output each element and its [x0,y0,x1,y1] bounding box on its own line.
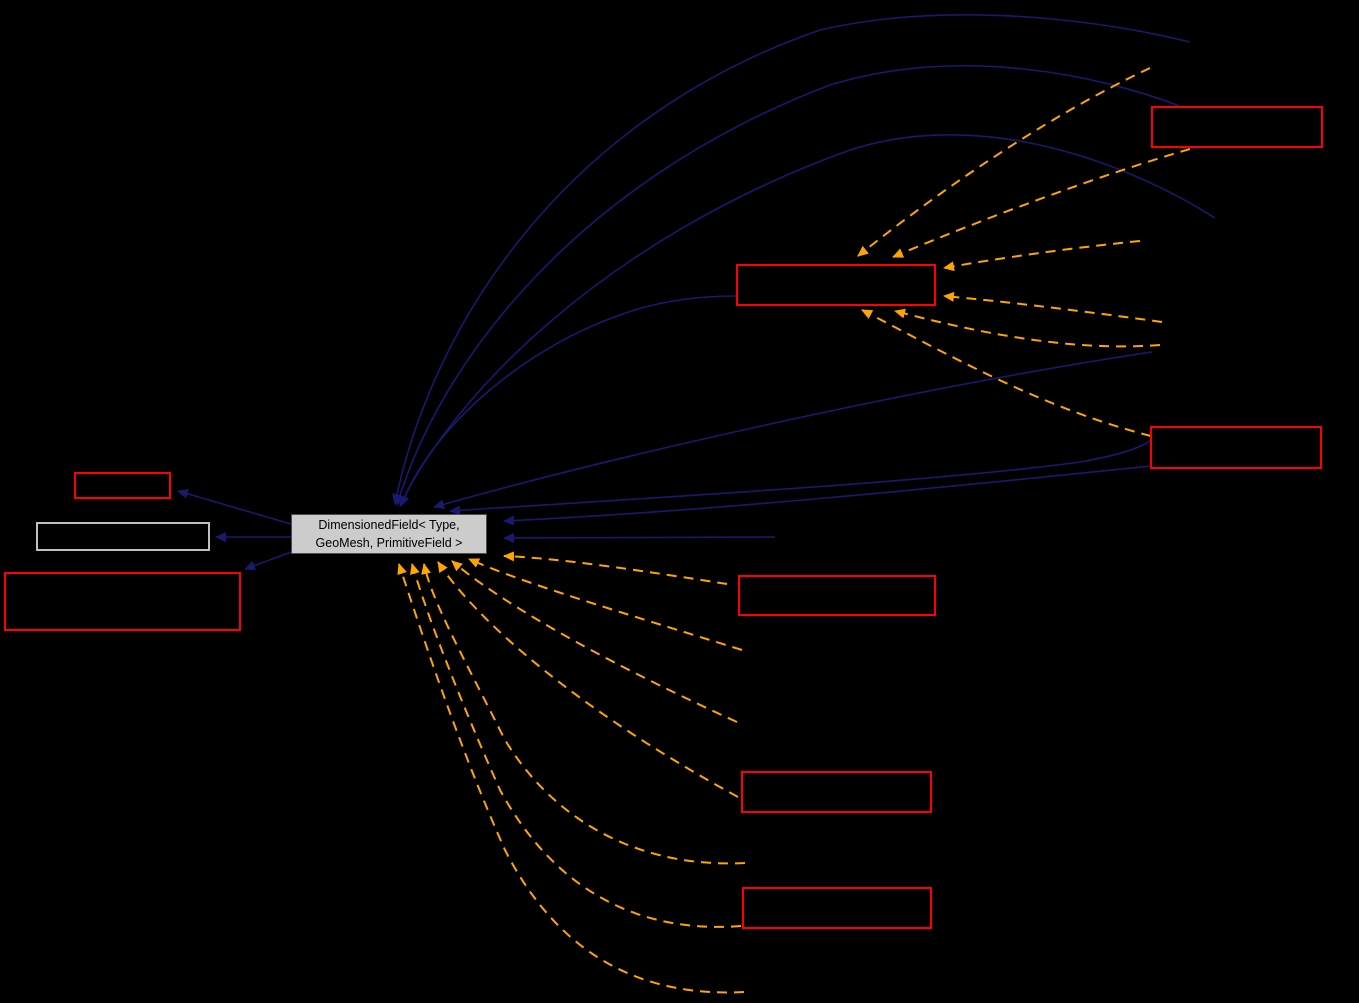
edge-inherit-left-3 [244,550,295,571]
edge-template-node-2 [451,560,738,723]
edge-template-mid-4 [943,291,1163,323]
edge-template-node-5 [410,563,742,928]
edge-template-node-6 [397,563,745,994]
edges-layer [177,14,1216,994]
node-box-right-mid[interactable] [1150,426,1322,469]
edge-template-node-4 [421,563,746,865]
edge-inherit-mid-box [399,295,738,507]
central-node-label-line1: DimensionedField< Type, [318,518,460,532]
central-node[interactable]: DimensionedField< Type, GeoMesh, Primiti… [291,514,487,554]
node-box-middle[interactable] [736,264,936,306]
edge-inherit-line-6 [449,439,1152,516]
boxes-layer [4,106,1323,929]
edge-template-mid-3 [943,240,1141,272]
edge-template-mid-2 [892,148,1191,258]
edge-inherit-line-5 [433,351,1153,510]
edge-template-node-0 [503,551,728,585]
edge-inherit-arc-3 [399,134,1216,507]
node-box-right-1[interactable] [738,575,936,616]
edge-template-mid-1 [857,67,1151,257]
node-box-top-right[interactable] [1151,106,1323,148]
node-box-left-large[interactable] [4,572,241,631]
edge-inherit-left-1 [177,489,292,525]
edge-template-mid-6 [861,309,1152,437]
edge-template-node-1 [468,558,743,651]
node-box-left-small[interactable] [74,472,171,499]
node-box-right-2[interactable] [741,771,932,813]
central-node-label-line2: GeoMesh, PrimitiveField > [315,536,463,550]
edge-inherit-arc-2 [395,65,1183,506]
edge-inherit-arc-1 [392,14,1191,505]
node-box-left-gray[interactable] [36,522,210,551]
edge-template-node-3 [437,561,739,798]
edge-inherit-line-7 [503,465,1152,526]
edge-template-mid-5 [894,308,1161,348]
node-box-right-3[interactable] [742,887,932,929]
edge-inherit-line-8 [503,532,776,543]
